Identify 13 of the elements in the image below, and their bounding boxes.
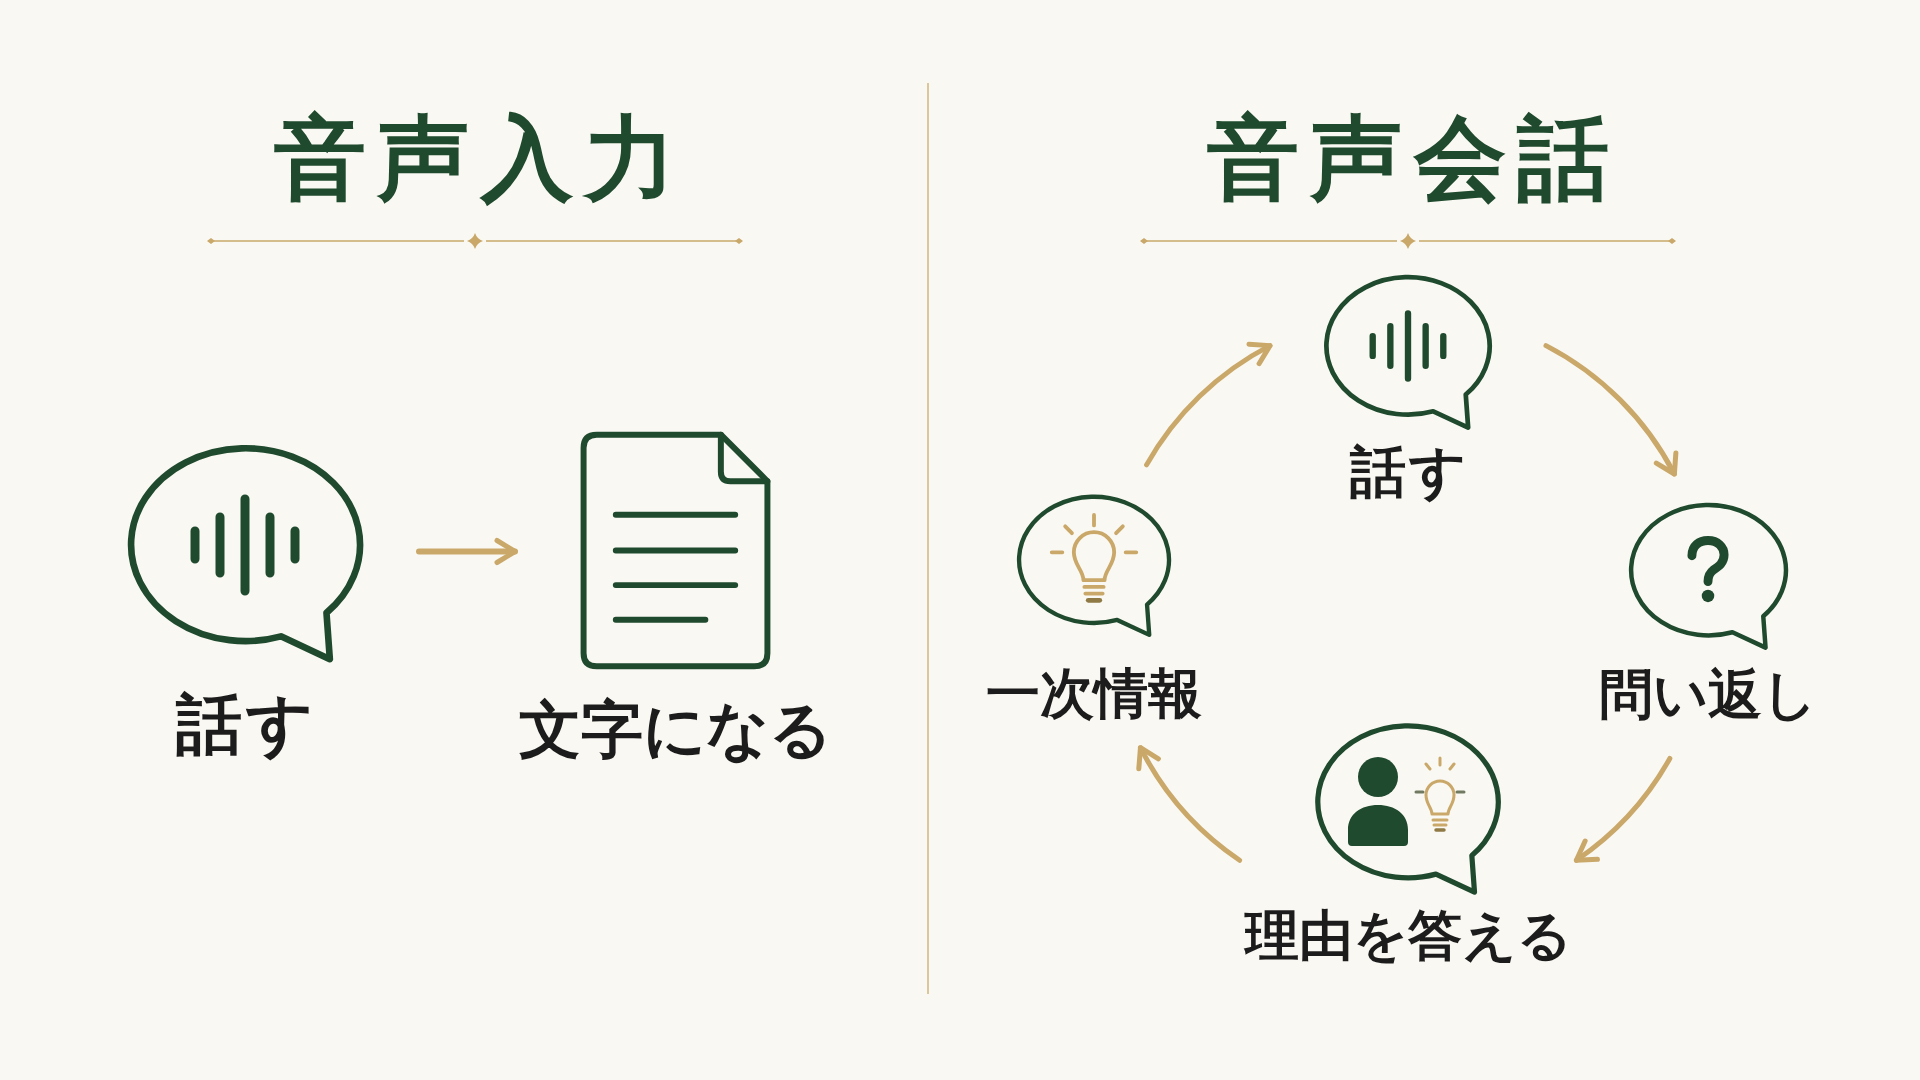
arrow: [1573, 755, 1673, 863]
arrow: [1144, 342, 1273, 468]
panel-title: 音声入力: [273, 112, 687, 204]
node-caption: 話す: [174, 688, 318, 761]
node-caption: 文字になる: [518, 696, 832, 765]
arrow: [416, 538, 518, 565]
panel-title: 音声会話: [1206, 112, 1620, 204]
arrow: [1543, 343, 1678, 477]
node-caption: 一次情報: [986, 664, 1202, 724]
node-caption: 話す: [1348, 441, 1470, 503]
node-caption: 問い返し: [1599, 665, 1817, 725]
arrow: [1137, 745, 1243, 863]
node-caption: 理由を答える: [1244, 906, 1572, 966]
